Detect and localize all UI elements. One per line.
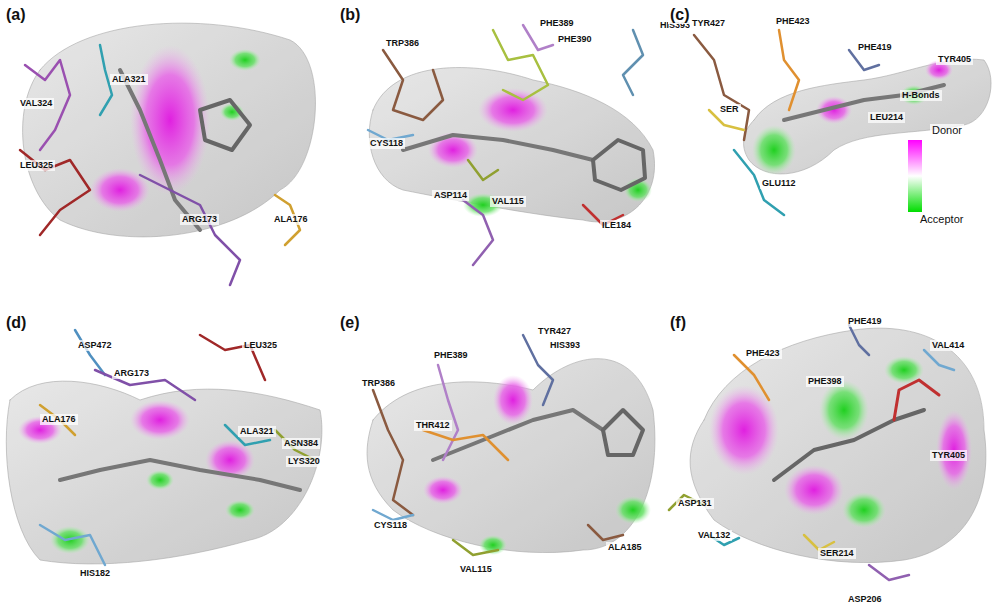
residue-label: PHE398	[806, 376, 844, 387]
residue-label: PHE419	[846, 316, 884, 327]
legend-swatch	[908, 176, 922, 212]
panel-letter: (c)	[668, 6, 692, 24]
residue-label: ARG173	[112, 368, 151, 379]
residue-label: ASP114	[432, 190, 469, 201]
legend-text: Acceptor	[918, 213, 965, 226]
residue-label: ASP131	[676, 498, 714, 509]
residue-label: THR412	[414, 420, 452, 431]
residue-label: TRP386	[384, 38, 421, 49]
residue-label: HIS393	[548, 340, 582, 351]
residue-label: ALA176	[40, 414, 78, 425]
residue-label: PHE423	[744, 348, 782, 359]
residue-label: LYS320	[286, 456, 322, 467]
residue-label: H-Bonds	[900, 90, 942, 101]
panel-letter: (d)	[4, 314, 28, 332]
residue-label: HIS182	[78, 568, 112, 579]
residue-label: LEU325	[242, 340, 279, 351]
residue-label: CYS118	[372, 520, 409, 531]
residue-label: ARG173	[180, 214, 219, 225]
residue-label: ALA185	[606, 542, 644, 553]
panel-letter: (a)	[4, 6, 28, 24]
residue-label: LEU214	[868, 112, 905, 123]
residue-label: PHE423	[774, 16, 812, 27]
panel-letter: (b)	[338, 6, 362, 24]
legend-swatch	[908, 140, 922, 176]
residue-label: ASN384	[282, 438, 320, 449]
residue-label: ALA176	[272, 214, 310, 225]
residue-label: VAL324	[18, 98, 54, 109]
residue-label: TRP386	[360, 378, 397, 389]
residue-label: ALA321	[238, 426, 276, 437]
residue-label: PHE390	[556, 34, 594, 45]
residue-label: VAL115	[490, 196, 526, 207]
residue-label: VAL132	[696, 530, 732, 541]
residue-label: PHE419	[856, 42, 894, 53]
residue-label: GLU112	[760, 178, 798, 189]
residue-label: ASP472	[76, 340, 114, 351]
residue-label: CYS118	[368, 138, 405, 149]
residue-label: ILE184	[600, 220, 633, 231]
panel-letter: (e)	[338, 314, 362, 332]
residue-label: TYR427	[536, 326, 573, 337]
residue-label: ASP206	[846, 594, 884, 605]
residue-label: TYR405	[936, 54, 973, 65]
residue-label: TYR427	[690, 18, 727, 29]
residue-label: LEU325	[18, 160, 55, 171]
residue-label: VAL115	[458, 564, 494, 575]
legend-text: Donor	[930, 124, 964, 137]
residue-label: TYR405	[930, 450, 967, 461]
residue-label: SER214	[818, 548, 856, 559]
residue-label: PHE389	[432, 350, 470, 361]
panel-letter: (f)	[668, 314, 688, 332]
residue-label: SER	[718, 104, 741, 115]
residue-label: VAL414	[930, 340, 966, 351]
residue-label: PHE389	[538, 18, 576, 29]
residue-label: ALA321	[110, 74, 148, 85]
